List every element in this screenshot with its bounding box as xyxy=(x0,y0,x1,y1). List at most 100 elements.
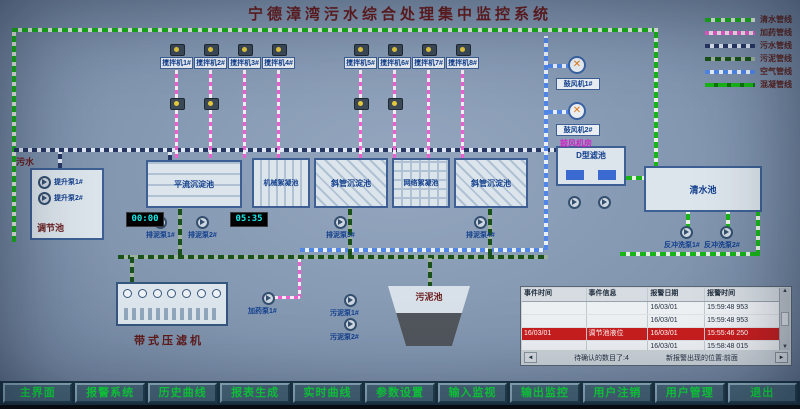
input-monitor-button[interactable]: 输入监视 xyxy=(437,383,508,403)
mixer-2-label[interactable]: 搅拌机2# xyxy=(194,57,227,69)
clean-water-line-sample xyxy=(705,17,755,22)
user-logout-button[interactable]: 用户注销 xyxy=(582,383,653,403)
sludge-pump-2-label: 污泥泵2# xyxy=(330,334,359,341)
mixer-motor-icon[interactable] xyxy=(238,44,253,56)
mixer-motor-icon[interactable] xyxy=(272,44,287,56)
sewage-inlet-label: 污水 xyxy=(16,157,35,167)
sewage-line-sample xyxy=(705,43,755,48)
mixer-motor-icon[interactable] xyxy=(422,44,437,56)
press-body xyxy=(124,308,220,320)
blower-2-label[interactable]: 鼓风机2# xyxy=(556,124,600,136)
dosing-pipe-3 xyxy=(243,70,246,158)
scroll-down-icon[interactable]: ▼ xyxy=(782,344,788,350)
mixer-motor-icon[interactable] xyxy=(204,44,219,56)
alarm-row[interactable]: 16/03/01 15:59:48 953 xyxy=(522,315,780,328)
user-management-button[interactable]: 用户管理 xyxy=(655,383,725,403)
sludge-discharge-pump-3-icon[interactable] xyxy=(334,216,347,229)
mixer-5-label[interactable]: 搅拌机5# xyxy=(344,57,377,69)
mixer-1-label[interactable]: 搅拌机1# xyxy=(160,57,193,69)
history-curve-button[interactable]: 历史曲线 xyxy=(147,383,218,403)
inclined-sed-tank-1[interactable]: 斜管沉淀池 xyxy=(314,158,388,208)
alarm-row[interactable]: 16/03/01 15:58:48 015 xyxy=(522,341,780,350)
sludge-discharge-pump-2-label: 排泥泵2# xyxy=(188,232,217,239)
sludge-discharge-pump-4-icon[interactable] xyxy=(474,216,487,229)
dosing-pipe-6 xyxy=(393,70,396,158)
mixer-3-label[interactable]: 搅拌机3# xyxy=(228,57,261,69)
scroll-up-icon[interactable]: ▲ xyxy=(782,288,788,294)
d-filter-label: D型滤池 xyxy=(576,151,606,160)
mixer-motor-icon[interactable] xyxy=(456,44,471,56)
mixer-motor-icon[interactable] xyxy=(388,44,403,56)
main-screen-button[interactable]: 主界面 xyxy=(3,383,73,403)
alarm-event-table: 事件时间 事件信息 报警日期 报警时间 16/03/01 15:59:48 95… xyxy=(520,286,792,366)
dosing-pipe-2 xyxy=(209,70,212,158)
legend-label: 污泥管线 xyxy=(760,54,792,63)
d-filter[interactable]: D型滤池 xyxy=(556,146,626,186)
mixer-motor-icon[interactable] xyxy=(354,98,369,110)
output-monitor-button[interactable]: 输出监控 xyxy=(510,383,580,403)
belt-filter-press[interactable] xyxy=(116,282,228,326)
blower-2-fan-icon[interactable]: ✕ xyxy=(568,102,586,120)
grid-floc-tank[interactable]: 网络絮凝池 xyxy=(392,158,450,208)
sludge-drop-1 xyxy=(178,208,182,255)
sludge-tank[interactable]: 污泥池 xyxy=(388,286,470,346)
mixer-7-label[interactable]: 搅拌机7# xyxy=(412,57,445,69)
mixer-motor-icon[interactable] xyxy=(170,44,185,56)
clean-water-pipe-left xyxy=(12,28,16,242)
mixer-8-label[interactable]: 搅拌机8# xyxy=(446,57,479,69)
mixer-motor-icon[interactable] xyxy=(170,98,185,110)
mixer-motor-icon[interactable] xyxy=(354,44,369,56)
clear-water-tank[interactable]: 清水池 xyxy=(644,166,762,212)
filter-pump-icon[interactable] xyxy=(598,196,611,209)
alarm-col-event-time[interactable]: 事件时间 xyxy=(522,288,587,301)
mech-floc-tank[interactable]: 机械絮凝池 xyxy=(252,158,310,208)
alarm-scrollbar[interactable]: ▲ ▼ xyxy=(779,288,790,350)
exit-button[interactable]: 退出 xyxy=(727,383,797,403)
regulation-tank[interactable]: 提升泵1# 提升泵2# 调节池 xyxy=(30,168,104,240)
sludge-discharge-pump-2-icon[interactable] xyxy=(196,216,209,229)
clean-water-pipe-right-drop xyxy=(654,28,658,168)
backwash-pump-1-icon[interactable] xyxy=(680,226,693,239)
alarm-cell xyxy=(522,302,587,314)
cycle-timer-2: 05:35 xyxy=(230,212,268,227)
alarm-grid: 事件时间 事件信息 报警日期 报警时间 16/03/01 15:59:48 95… xyxy=(522,288,780,350)
inclined-sed-tank-2[interactable]: 斜管沉淀池 xyxy=(454,158,528,208)
alarm-row[interactable]: 16/03/01 15:59:48 953 xyxy=(522,302,780,315)
alarm-row-active[interactable]: 16/03/01 调节池液位 16/03/01 15:55:46 250 xyxy=(522,328,780,341)
pipe-legend: 清水管线 加药管线 污水管线 污泥管线 空气管线 混凝管线 xyxy=(705,13,792,91)
scroll-thumb[interactable] xyxy=(781,312,789,326)
backwash-pump2-pipe xyxy=(726,212,730,230)
realtime-curve-button[interactable]: 实时曲线 xyxy=(292,383,363,403)
dosing-pump-icon[interactable] xyxy=(262,292,275,305)
lift-pump-1-icon[interactable] xyxy=(38,176,51,189)
mixer-6-label[interactable]: 搅拌机6# xyxy=(378,57,411,69)
scroll-left-icon[interactable]: ◄ xyxy=(524,352,537,363)
report-generate-button[interactable]: 报表生成 xyxy=(220,383,290,403)
mixer-4-label[interactable]: 搅拌机4# xyxy=(262,57,295,69)
alarm-footer: ◄ 待确认的数目了:4 新报警出现的位置:前面 ► xyxy=(522,351,790,364)
alarm-col-alarm-date[interactable]: 报警日期 xyxy=(648,288,706,301)
horizontal-sed-tank[interactable]: 平流沉淀池 xyxy=(146,160,242,208)
mixer-motor-icon[interactable] xyxy=(388,98,403,110)
filter-pump-icon[interactable] xyxy=(568,196,581,209)
taskbar-strip xyxy=(0,405,800,409)
alarm-col-alarm-time[interactable]: 报警时间 xyxy=(707,290,736,297)
alarm-cell: 16/03/01 xyxy=(648,328,706,340)
blower-1-label[interactable]: 鼓风机1# xyxy=(556,78,600,90)
alarm-col-event-info[interactable]: 事件信息 xyxy=(587,288,649,301)
sludge-pump-2-icon[interactable] xyxy=(344,318,357,331)
air-line-sample xyxy=(705,69,755,74)
lift-pump-2-icon[interactable] xyxy=(38,192,51,205)
mixer-motor-icon[interactable] xyxy=(204,98,219,110)
parameter-settings-button[interactable]: 参数设置 xyxy=(365,383,435,403)
alarm-cell xyxy=(522,315,587,327)
lift-pump-1-label: 提升泵1# xyxy=(54,179,83,186)
alarm-system-button[interactable]: 报警系统 xyxy=(75,383,145,403)
filter-to-clearwater-pipe xyxy=(626,176,644,180)
backwash-pump-2-icon[interactable] xyxy=(720,226,733,239)
dosing-pipe-1 xyxy=(175,70,178,158)
blower-1-fan-icon[interactable]: ✕ xyxy=(568,56,586,74)
scroll-right-icon[interactable]: ► xyxy=(774,352,788,363)
horizontal-sed-tank-label: 平流沉淀池 xyxy=(174,179,214,189)
sludge-pump-1-icon[interactable] xyxy=(344,294,357,307)
